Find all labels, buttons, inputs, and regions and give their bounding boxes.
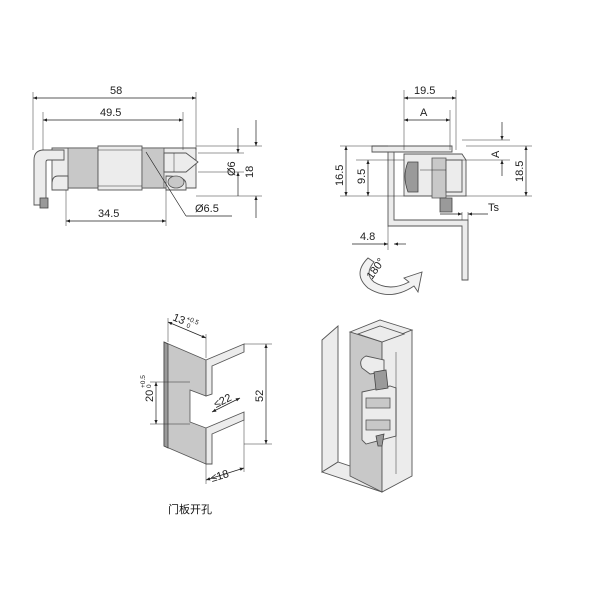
dim-height-right: 18.5 bbox=[514, 161, 526, 182]
dim-top-width: 19.5 bbox=[414, 85, 435, 97]
side-view: 19.5 A 16.5 9.5 A 18.5 Ts bbox=[334, 85, 532, 295]
assembly-view bbox=[320, 319, 414, 493]
dim-thickness: Ts bbox=[488, 202, 500, 214]
front-view: 58 49.5 34.5 Ø6 18 Ø6.5 bbox=[32, 85, 262, 226]
dim-overall-width: 58 bbox=[110, 85, 122, 97]
dim-pin-diameter: Ø6 bbox=[226, 161, 238, 176]
dim-ref-a-side: A bbox=[490, 150, 502, 158]
dim-bottom-depth: ≤18 bbox=[209, 468, 230, 485]
dim-inner-width: 49.5 bbox=[100, 107, 121, 119]
dim-slot-tol-lower: 0 bbox=[146, 384, 153, 388]
dim-height-left: 16.5 bbox=[334, 165, 346, 186]
cutout-caption: 门板开孔 bbox=[168, 502, 212, 516]
dim-body-height: 18 bbox=[244, 166, 256, 178]
dim-slot-height: 20 bbox=[144, 390, 156, 402]
dim-bottom-width: 34.5 bbox=[98, 208, 119, 220]
dim-height-inner: 9.5 bbox=[356, 169, 368, 184]
hinge-side-drawing bbox=[371, 145, 469, 281]
dim-cutout-depth: ≤22 bbox=[212, 392, 234, 411]
dim-offset: 4.8 bbox=[360, 231, 375, 243]
door-panel-cutout-drawing bbox=[163, 341, 245, 465]
dim-hole-diameter: Ø6.5 bbox=[195, 203, 219, 215]
dim-cutout-top-tol-upper: +0.5 bbox=[185, 315, 200, 326]
dim-slot-tol-upper: +0.5 bbox=[140, 375, 147, 388]
rotation-arrow-icon bbox=[359, 257, 423, 295]
dim-cutout-top-width: 13 bbox=[171, 312, 187, 328]
dim-total-height: 52 bbox=[254, 390, 266, 402]
assembled-hinge-drawing bbox=[320, 319, 414, 493]
dim-ref-a-top: A bbox=[420, 107, 428, 119]
dim-cutout-top-tol-lower: 0 bbox=[185, 322, 191, 330]
cutout-view: 13 +0.5 0 20 +0.5 0 ≤22 52 ≤18 门板开孔 bbox=[140, 312, 272, 516]
hinge-front-drawing bbox=[33, 145, 199, 209]
